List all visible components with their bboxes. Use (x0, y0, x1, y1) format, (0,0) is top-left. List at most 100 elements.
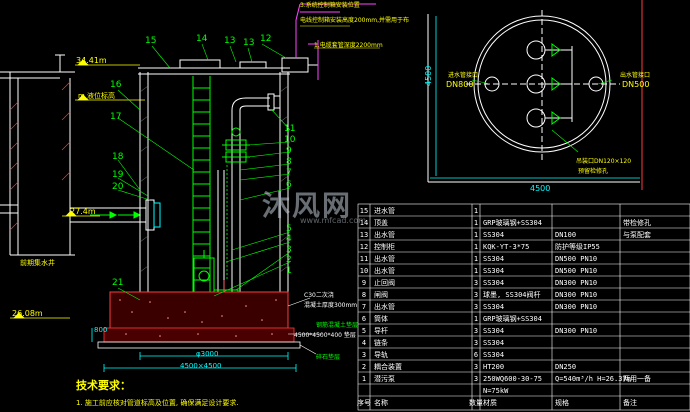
bom-header-spec: 材质 (483, 398, 497, 407)
plan-inlet-dn: DN800 (446, 80, 474, 89)
concrete-note-2: 混凝土厚度300mm (304, 302, 358, 309)
plan-opening-label: 吊装口DN120×120 (576, 158, 632, 165)
plan-outlet-label: 出水管接口 (620, 72, 651, 79)
bom-cell-size: DN500 PN10 (555, 255, 597, 263)
bom-cell-spec: SS304 (483, 231, 504, 239)
bom-cell-qty: 3 (474, 339, 478, 347)
callout-leaders (117, 43, 291, 301)
bom-cell-name: 耦合装置 (374, 362, 402, 371)
cable-conduit (295, 3, 376, 80)
callout-17: 17 (110, 112, 122, 122)
bom-cell-size: DN300 PN10 (555, 303, 597, 311)
dim-800: 800 (94, 326, 108, 334)
bom-cell-qty: 1 (474, 315, 478, 323)
rebar-note: 钢筋混凝土垫层 (316, 322, 359, 329)
plan-dim-height: 4500 (424, 65, 433, 86)
bom-cell-name: 闸阀 (374, 290, 388, 299)
bom-cell-qty: 1 (474, 267, 478, 275)
callout-9: 9 (286, 146, 292, 156)
bom-cell-qty: 1 (474, 219, 478, 227)
bom-header-no: 序号 (357, 398, 371, 407)
bom-cell-name: 出水管 (374, 302, 395, 311)
bom-cell-qty: 1 (474, 243, 478, 251)
note-control-box: 3.系统控制箱安装位置 (300, 2, 360, 9)
callout-8: 8 (286, 157, 292, 167)
bom-cell-no: 12 (360, 243, 368, 251)
bom-cell-no: 2 (362, 363, 366, 371)
bom-cell-no: 11 (360, 255, 368, 263)
elevation-marks (10, 59, 145, 319)
bom-cell-spec: SS304 (483, 327, 504, 335)
inlet-arrows (90, 211, 142, 219)
bom-cell-name: 出水管 (374, 254, 395, 263)
bom-cell-size: DN300 PN10 (555, 291, 597, 299)
callout-4: 4 (286, 234, 292, 244)
callout-12: 12 (260, 34, 272, 44)
bom-cell-name: 止回阀 (374, 278, 395, 287)
bom-cell-qty: 3 (474, 327, 478, 335)
plan-valves (551, 43, 561, 125)
top-note-leaders (300, 25, 380, 49)
callout-14: 14 (196, 34, 208, 44)
bom-cell-size: DN300 PN10 (555, 279, 597, 287)
bom-cell-spec: SS304 (483, 255, 504, 263)
bom-cell-note: 与泵配套 (623, 230, 651, 239)
bom-cell-name: 出水管 (374, 266, 395, 275)
bom-cell-no: 4 (362, 339, 366, 347)
elevation-inlet: 27.4m (70, 207, 96, 216)
bom-cell-spec: SS304 (483, 339, 504, 347)
tech-requirements-title: 技术要求： (76, 379, 131, 392)
intake-well-label: 前期集水井 (20, 259, 55, 267)
watermark-brand: 沐风网 (262, 189, 353, 222)
bom-cell-qty: 1 (474, 231, 478, 239)
bom-cell-no: 15 (360, 207, 368, 215)
bom-cell-size: Q=540m³/h H=26.37m (555, 375, 631, 383)
base-dimension-note: 4500*4500*400 垫层 (294, 332, 356, 339)
bom-cell-spec: 球墨, SS304阀杆 (483, 290, 541, 299)
bom-cell-no: 14 (360, 219, 368, 227)
foundation (97, 291, 301, 349)
callout-6: 6 (286, 180, 292, 190)
bom-cell-size: DN500 PN10 (555, 267, 597, 275)
bom-cell-no: 5 (362, 327, 366, 335)
bom-cell-no: 7 (362, 303, 366, 311)
plan-opening-sub: 预留检修孔 (578, 168, 609, 175)
plan-dimensions (430, 16, 640, 179)
bom-cell-qty: 3 (474, 375, 478, 383)
bom-cell-spec: GRP玻璃钢+SS304 (483, 218, 542, 227)
bom-cell-name: 控制柜 (374, 242, 395, 251)
foundation-leaders (287, 297, 322, 355)
bom-cell-note: 带检修孔 (623, 218, 651, 227)
bom-header-name: 名称 (374, 398, 388, 407)
callout-7: 7 (286, 168, 292, 178)
bom-cell-spec: GRP玻璃钢+SS304 (483, 314, 542, 323)
plan-view (427, 10, 640, 183)
bom-cell-name: 顶盖 (374, 218, 388, 227)
bom-cell-qty: 3 (474, 279, 478, 287)
callout-13: 13 (224, 36, 236, 46)
shell-hatch (139, 85, 289, 273)
bom-cell-spec: HT200 (483, 363, 504, 371)
elevation-top: 34.41m (76, 56, 107, 65)
watermark-url: www.mfcad.com (300, 216, 367, 225)
dim-3000: φ3000 (196, 350, 219, 358)
bom-cell-name: 潜污泵 (374, 374, 395, 383)
bom-cell-no: 9 (362, 279, 366, 287)
bom-cell-name: 筒体 (374, 314, 388, 323)
bom-cell-name: 出水管 (374, 230, 395, 239)
callout-18: 18 (112, 152, 124, 162)
bom-cell-no: 6 (362, 315, 366, 323)
bom-cell-note: 两用一备 (623, 374, 651, 383)
note-conduit-depth: 1.电缆套管深度2200mm (314, 42, 383, 49)
callout-2: 2 (286, 255, 292, 265)
bom-cell-name: 导轨 (374, 350, 388, 359)
callout-15: 15 (145, 36, 157, 46)
bom-cell-spec: SS304 (483, 303, 504, 311)
bom-cell-qty: 1 (474, 207, 478, 215)
callout-5: 5 (286, 224, 292, 234)
bom-header-note: 备注 (623, 398, 637, 407)
plan-leaders (471, 79, 613, 153)
bom-cell-spec: KQK-YT-3*75 (483, 243, 529, 251)
